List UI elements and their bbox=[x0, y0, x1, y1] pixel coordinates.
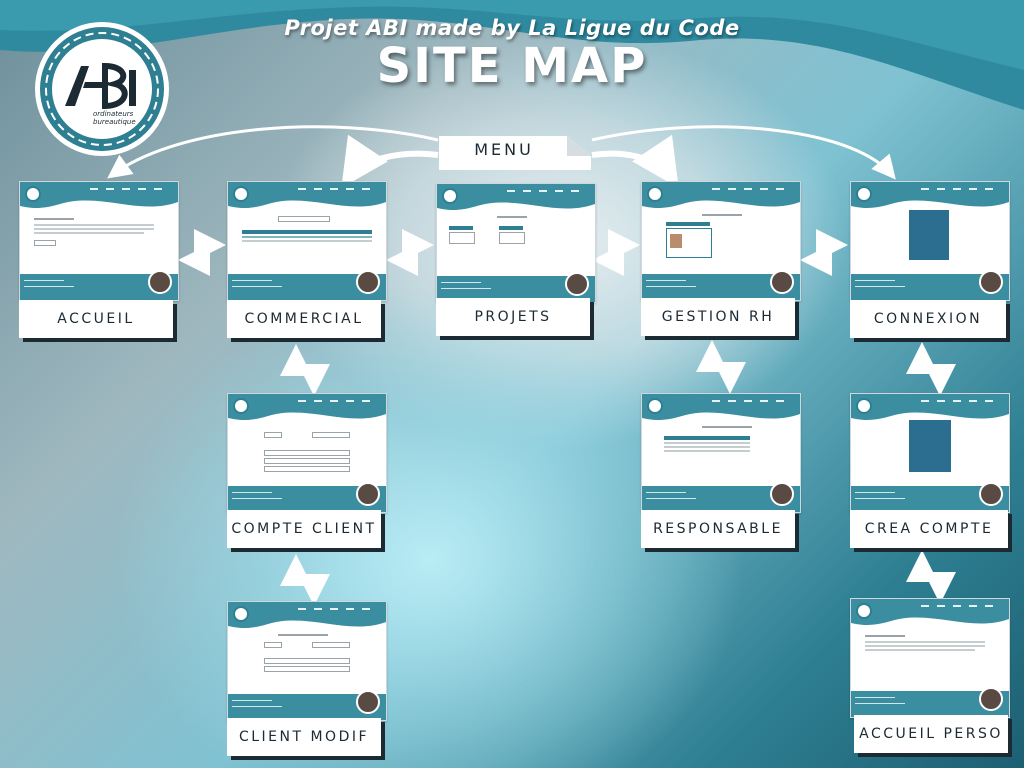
label-projets: PROJETS bbox=[436, 298, 590, 336]
svg-text:bureautique: bureautique bbox=[93, 118, 136, 126]
page-thumbnail bbox=[227, 393, 387, 513]
page-thumbnail bbox=[641, 393, 801, 513]
page-node-compte-client[interactable] bbox=[227, 393, 387, 513]
page-thumbnail bbox=[19, 181, 179, 301]
page-thumbnail bbox=[850, 181, 1010, 301]
subtitle: Projet ABI made by La Ligue du Code bbox=[284, 16, 740, 40]
svg-text:ordinateurs: ordinateurs bbox=[93, 110, 134, 118]
page-node-projets[interactable] bbox=[436, 183, 596, 303]
label-compte-client: COMPTE CLIENT bbox=[227, 510, 381, 548]
label-accueil: ACCUEIL bbox=[19, 300, 173, 338]
header-band bbox=[0, 0, 1024, 110]
label-accueil-perso: ACCUEIL PERSO bbox=[854, 715, 1008, 753]
page-title: SITE MAP bbox=[376, 38, 648, 94]
page-thumbnail bbox=[227, 601, 387, 721]
page-thumbnail bbox=[641, 181, 801, 301]
page-thumbnail bbox=[850, 393, 1010, 513]
page-node-responsable[interactable] bbox=[641, 393, 801, 513]
label-gestion-rh: GESTION RH bbox=[641, 298, 795, 336]
page-node-accueil-perso[interactable] bbox=[850, 598, 1010, 718]
label-crea-compte: CREA COMPTE bbox=[850, 510, 1008, 548]
page-thumbnail bbox=[850, 598, 1010, 718]
menu-label: MENU bbox=[474, 140, 534, 159]
page-node-connexion[interactable] bbox=[850, 181, 1010, 301]
page-thumbnail bbox=[227, 181, 387, 301]
label-connexion: CONNEXION bbox=[850, 300, 1006, 338]
page-node-commercial[interactable] bbox=[227, 181, 387, 301]
label-responsable: RESPONSABLE bbox=[641, 510, 795, 548]
page-node-gestion-rh[interactable] bbox=[641, 181, 801, 301]
page-node-client-modif[interactable] bbox=[227, 601, 387, 721]
menu-tag[interactable] bbox=[439, 136, 591, 170]
page-node-crea-compte[interactable] bbox=[850, 393, 1010, 513]
label-commercial: COMMERCIAL bbox=[227, 300, 381, 338]
abi-logo: ordinateurs bureautique bbox=[35, 22, 169, 156]
page-thumbnail bbox=[436, 183, 596, 303]
label-client-modif: CLIENT MODIF bbox=[227, 718, 381, 756]
page-node-accueil[interactable] bbox=[19, 181, 179, 301]
